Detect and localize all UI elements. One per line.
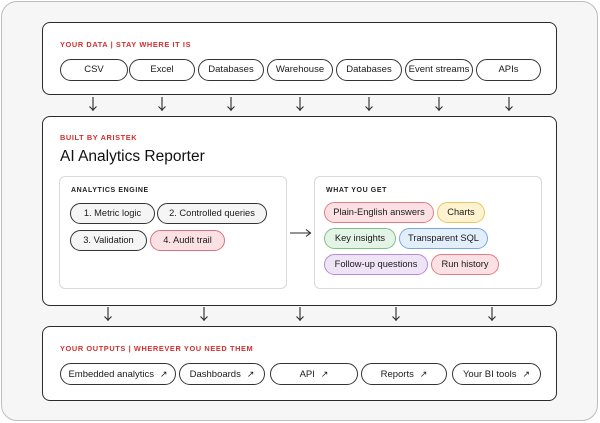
sources-eyebrow: YOUR DATA | STAY WHERE IT IS <box>60 40 192 49</box>
engine-heading: ANALYTICS ENGINE <box>71 187 149 194</box>
core-title: AI Analytics Reporter <box>60 148 205 165</box>
arrow-up-right-icon: ↗ <box>419 369 428 379</box>
engine-step-controlled-queries: 2. Controlled queries <box>157 203 267 224</box>
engine-step-metric-logic: 1. Metric logic <box>70 203 155 224</box>
core-eyebrow: BUILT BY ARISTEK <box>60 133 138 142</box>
result-key-insights: Key insights <box>324 228 396 249</box>
source-csv[interactable]: CSV <box>60 59 128 81</box>
source-apis[interactable]: APIs <box>476 59 541 81</box>
analytics-engine-card: ANALYTICS ENGINE 1. Metric logic 2. Cont… <box>59 176 287 289</box>
result-follow-up-questions: Follow-up questions <box>324 254 428 275</box>
output-dashboards[interactable]: Dashboards ↗ <box>179 363 265 385</box>
output-dashboards-label: Dashboards <box>189 369 241 380</box>
source-excel[interactable]: Excel <box>129 59 195 81</box>
output-embedded-analytics-label: Embedded analytics <box>68 369 154 380</box>
source-databases[interactable]: Databases <box>198 59 264 81</box>
result-transparent-sql: Transparent SQL <box>399 228 488 249</box>
output-api[interactable]: API ↗ <box>270 363 358 385</box>
down-arrow-icon <box>89 106 97 111</box>
output-reports[interactable]: Reports ↗ <box>361 363 447 385</box>
data-sources-panel: YOUR DATA | STAY WHERE IT IS CSV Excel D… <box>42 22 557 95</box>
output-your-bi-tools[interactable]: Your BI tools ↗ <box>452 363 541 385</box>
arrow-up-right-icon: ↗ <box>246 369 255 379</box>
result-plain-english-answers: Plain-English answers <box>324 202 434 223</box>
arrow-up-right-icon: ↗ <box>320 369 329 379</box>
source-warehouse[interactable]: Warehouse <box>267 59 333 81</box>
output-your-bi-tools-label: Your BI tools <box>462 369 517 380</box>
source-event-streams[interactable]: Event streams <box>405 59 473 81</box>
outputs-eyebrow: YOUR OUTPUTS | WHEREVER YOU NEED THEM <box>60 344 254 353</box>
output-embedded-analytics[interactable]: Embedded analytics ↗ <box>60 363 176 385</box>
source-databases-2[interactable]: Databases <box>336 59 402 81</box>
result-run-history: Run history <box>431 254 499 275</box>
outputs-panel: YOUR OUTPUTS | WHEREVER YOU NEED THEM Em… <box>42 326 557 401</box>
core-panel: BUILT BY ARISTEK AI Analytics Reporter A… <box>42 116 557 306</box>
output-reports-label: Reports <box>380 369 414 380</box>
result-charts: Charts <box>437 202 485 223</box>
results-card: WHAT YOU GET Plain-English answers Chart… <box>314 176 542 289</box>
engine-step-validation: 3. Validation <box>70 230 147 251</box>
arrow-up-right-icon: ↗ <box>160 369 168 379</box>
results-heading: WHAT YOU GET <box>326 187 387 194</box>
right-arrow-icon <box>290 229 312 237</box>
output-api-label: API <box>299 369 315 380</box>
engine-step-audit-trail: 4. Audit trail <box>150 230 225 251</box>
arrow-up-right-icon: ↗ <box>522 369 531 379</box>
